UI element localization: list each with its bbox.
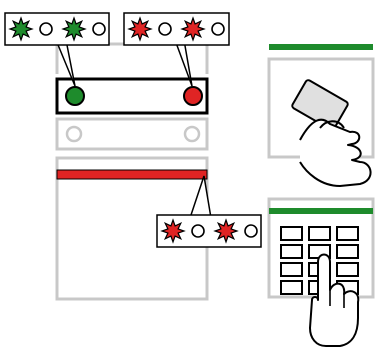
- keypad-key: [280, 280, 303, 295]
- keypad-key: [280, 226, 303, 241]
- flash-star-icon: [127, 16, 153, 42]
- card-reader-status-bar: [269, 44, 373, 50]
- indicator-right: [183, 125, 201, 143]
- callout-pointer: [55, 39, 76, 87]
- callout-symbols: [8, 16, 106, 42]
- card-icon: [291, 79, 349, 131]
- keypad-key: [308, 226, 331, 241]
- callout-symbols: [160, 218, 258, 244]
- callout-symbols: [127, 16, 225, 42]
- keypad-key: [280, 262, 303, 277]
- green-status-callout: [4, 12, 110, 87]
- off-circle-icon: [244, 224, 258, 238]
- hand-icon: [299, 118, 372, 187]
- finger-joint-lines: [329, 290, 345, 308]
- led-module: [55, 77, 209, 115]
- callout-pointer: [189, 175, 212, 219]
- thumb-line: [319, 120, 345, 129]
- flash-star-icon: [213, 218, 239, 244]
- flash-star-icon: [180, 16, 206, 42]
- off-circle-icon: [158, 22, 172, 36]
- red-status-callout: [123, 12, 230, 87]
- keypad-key: [280, 244, 303, 259]
- keypad-status-bar: [269, 208, 373, 214]
- off-circle-icon: [211, 22, 225, 36]
- flash-star-icon: [8, 16, 34, 42]
- control-panel: [55, 42, 209, 301]
- off-circle-icon: [92, 22, 106, 36]
- keypad: [267, 197, 375, 347]
- card-reader: [267, 44, 375, 187]
- callout-pointer: [174, 39, 193, 87]
- control-panel-status-bar: [56, 169, 208, 180]
- keypad-key: [336, 262, 359, 277]
- off-circle-icon: [39, 22, 53, 36]
- finger-icon: [309, 253, 360, 347]
- flash-star-icon: [160, 218, 186, 244]
- flash-star-icon: [61, 16, 87, 42]
- led-right: [183, 86, 203, 106]
- indicator-left: [65, 125, 83, 143]
- keypad-key: [336, 226, 359, 241]
- keypad-key: [336, 244, 359, 259]
- alarm-status-callout: [156, 175, 262, 248]
- led-left: [65, 86, 85, 106]
- off-circle-icon: [191, 224, 205, 238]
